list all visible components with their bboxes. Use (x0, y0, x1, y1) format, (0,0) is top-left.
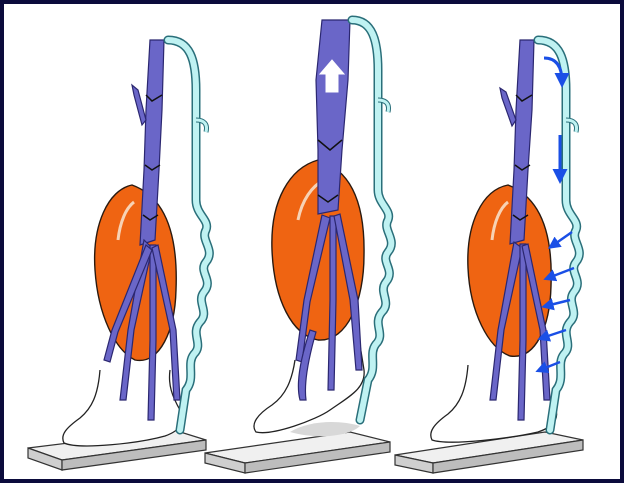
platform (205, 432, 390, 473)
downward-flow-arrow (544, 58, 562, 178)
panel-left (28, 40, 209, 470)
panel-right (395, 40, 583, 473)
panel-middle (205, 20, 391, 473)
